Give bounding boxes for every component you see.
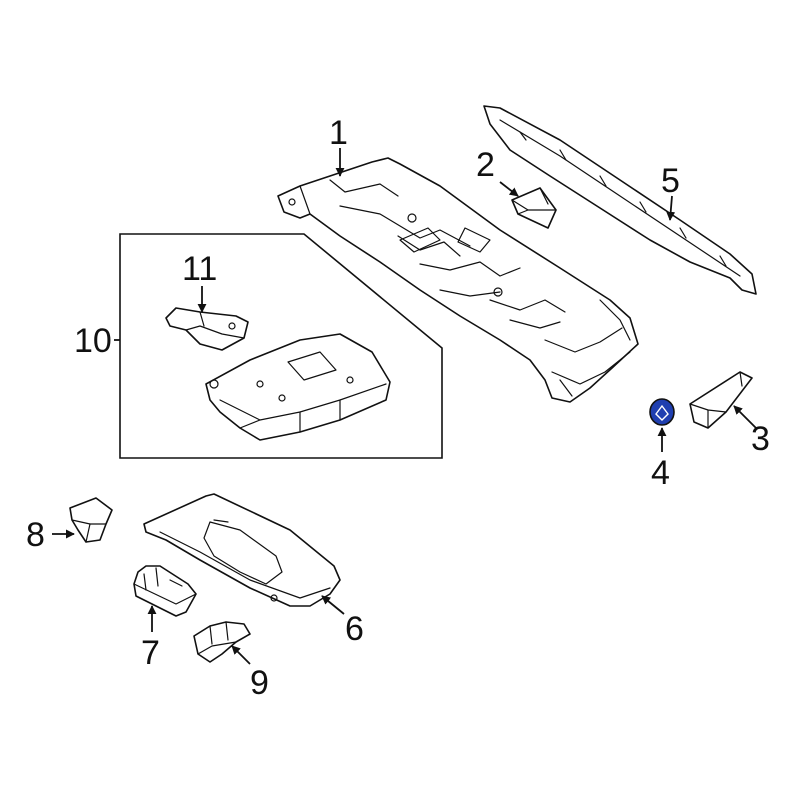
- callout-5: 5: [661, 162, 680, 200]
- callout-8: 8: [26, 516, 45, 554]
- callout-6: 6: [345, 610, 364, 648]
- callout-10: 10: [74, 322, 112, 360]
- callout-4: 4: [651, 454, 670, 492]
- callout-7: 7: [141, 634, 160, 672]
- group-10-box: [119, 233, 443, 459]
- leader-5: [666, 195, 676, 221]
- callout-11: 11: [182, 250, 217, 288]
- callout-3: 3: [751, 420, 770, 458]
- callout-1: 1: [329, 114, 348, 152]
- leader-6: [321, 595, 345, 615]
- part-9-hook: [193, 621, 251, 663]
- part-6-sun-visor: [143, 493, 341, 607]
- leader-9: [231, 645, 251, 665]
- part-1-floor-panel: [277, 157, 639, 403]
- part-8-clip: [69, 497, 113, 543]
- callout-9: 9: [250, 664, 269, 702]
- part-7-holder: [133, 565, 197, 617]
- part-10-tray: [205, 333, 391, 441]
- part-2-block: [511, 187, 557, 229]
- leader-3: [733, 405, 757, 429]
- callout-2: 2: [476, 146, 495, 184]
- leader-2: [499, 181, 519, 197]
- part-3-bracket: [689, 371, 753, 429]
- part-4-highlight: [649, 398, 675, 426]
- part-4-clip: [649, 398, 675, 426]
- part-5-rail: [483, 105, 757, 295]
- part-11-bracket: [165, 307, 249, 351]
